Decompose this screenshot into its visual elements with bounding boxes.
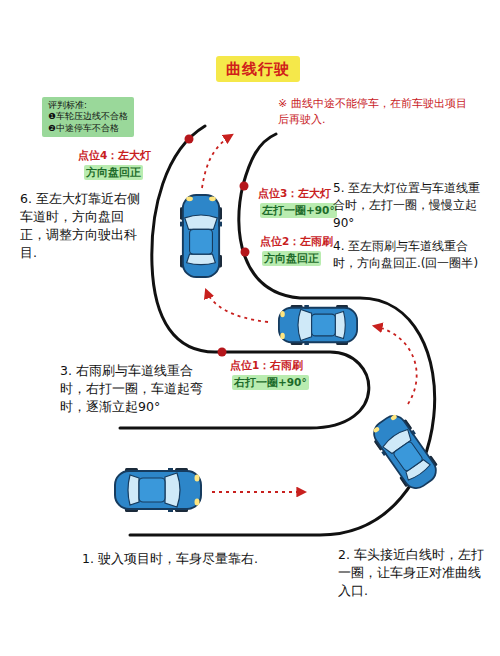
path-arrow	[202, 135, 232, 188]
car	[279, 305, 357, 345]
step-text: 2. 车头接近白线时，左打一圈，让车身正对准曲线入口.	[338, 546, 490, 600]
point-dot	[240, 182, 249, 191]
wheel-action: 方向盘回正	[262, 251, 321, 266]
note-text: ※ 曲线中途不能停车，在前车驶出项目后再驶入.	[278, 96, 473, 128]
wheel-action: 方向盘回正	[84, 165, 143, 180]
point-dots	[185, 135, 250, 357]
criteria-item: ❷中途停车不合格	[48, 123, 128, 134]
point-label: 点位4：左大灯	[78, 148, 151, 163]
car	[115, 468, 201, 512]
step-text: 3. 右雨刷与车道线重合时，右打一圈，车道起弯时，逐渐立起90°	[60, 362, 216, 416]
car	[367, 409, 443, 494]
title-box: 曲线行驶	[216, 56, 300, 82]
path-arrow	[212, 491, 305, 493]
point-label: 点位1：右雨刷	[230, 358, 303, 373]
point-label: 点位2：左雨刷	[260, 234, 333, 249]
wheel-action: 左打一圈+90°	[260, 203, 337, 218]
path-arrow	[206, 290, 268, 322]
point-label: 点位3：左大灯	[258, 186, 331, 201]
step-text: 5. 至左大灯位置与车道线重合时，左打一圈，慢慢立起90°	[333, 180, 485, 232]
criteria-item: ❶车轮压边线不合格	[48, 111, 128, 122]
step-text: 6. 至左大灯靠近右侧车道时，方向盘回正，调整方向驶出科目.	[20, 190, 148, 263]
criteria-box: 评判标准:❶车轮压边线不合格❷中途停车不合格	[42, 97, 134, 137]
point-dot	[185, 135, 194, 144]
criteria-heading: 评判标准:	[48, 100, 128, 111]
wheel-action: 右打一圈+90°	[232, 375, 309, 390]
car	[180, 195, 222, 277]
step-text: 4. 至左雨刷与车道线重合时，方向盘回正.(回一圈半)	[333, 238, 485, 273]
point-dot	[241, 248, 250, 257]
step-text: 1. 驶入项目时，车身尽量靠右.	[82, 550, 258, 568]
point-dot	[218, 348, 227, 357]
title: 曲线行驶	[226, 60, 290, 78]
path-arrow	[374, 326, 417, 404]
